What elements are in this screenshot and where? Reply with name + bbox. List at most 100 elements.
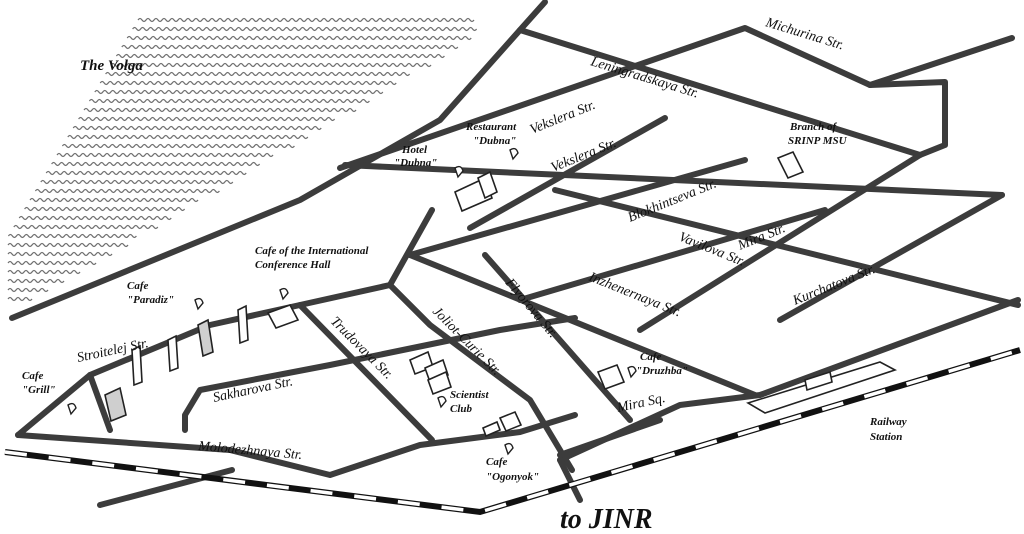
river-wave [99,80,397,86]
label-druzhba-1: Cafe [640,351,662,363]
scientist-pin [437,395,447,409]
cafe-druzhba-building [596,363,626,391]
river-wave [7,296,33,302]
road-north-spur [867,79,948,158]
label-branch-2: SRINP MSU [788,135,848,147]
hotel-pin [454,165,464,179]
conference-hall-building [266,304,300,329]
ogonyok-pin [504,442,514,456]
label-volga: The Volga [80,58,143,74]
road-kurchatova [637,152,923,333]
road-blokhintseva [407,157,748,258]
river-wave [7,242,129,248]
river-wave [105,71,411,77]
road-south-link [557,417,663,458]
river-wave [56,152,274,158]
river-wave [13,224,159,230]
road-north-diag [337,25,1015,171]
volga-river [7,17,478,302]
river-wave [7,269,81,275]
road-vavilova [777,192,1005,323]
road-sakharova [182,315,578,433]
label-kurchatova: Kurchatova Str. [790,262,878,309]
river-wave [78,116,336,122]
river-wave [45,170,247,176]
conference-pin [279,287,289,301]
river-wave [126,35,472,41]
road-stroitelej [15,282,393,438]
label-scientist-2: Club [450,403,473,415]
river-wave [18,215,172,221]
label-hotel-1: Hotel [401,144,428,156]
road-inzhenernaya [407,252,758,398]
river-wave [88,98,370,104]
label-vekslera-1: Vekslera Str. [528,98,598,138]
river-wave [7,260,97,266]
grill-pin [67,402,77,416]
cafe-paradiz-buildings [131,304,249,387]
label-druzhba-2: "Druzhba" [636,365,688,377]
river-wave [40,179,234,185]
river-wave [115,53,445,59]
river-wave [24,206,186,212]
label-railway-2: Station [870,431,902,443]
label-grill-1: Cafe [22,370,44,382]
railway-line [4,347,1021,516]
label-inzhenernaya: Inzhenernaya Str. [586,269,683,320]
label-molodezhnaya: Molodezhnaya Str. [197,439,303,463]
river-wave [7,287,49,293]
river-wave [72,125,322,131]
label-scientist-1: Scientist [450,389,489,401]
label-conf-cafe-2: Conference Hall [255,259,331,271]
label-grill-2: "Grill" [22,384,56,396]
label-to-jinr: to JINR [560,504,653,534]
road-main-ns [387,207,575,473]
label-trudovaya: Trudovaya Str. [327,314,395,382]
label-ogonyok-1: Cafe [486,456,508,468]
label-railway-1: Railway [869,416,907,428]
river-wave [7,278,65,284]
label-vekslera-2: Vekslera Str. [549,136,619,176]
river-bank [9,0,548,321]
river-wave [34,188,220,194]
label-restaurant-1: Restaurant [465,121,517,133]
road-mira [552,187,1021,308]
river-wave [51,161,261,167]
river-wave [94,89,384,95]
label-paradiz-2: "Paradiz" [127,294,174,306]
road-mira-sq [557,297,1021,463]
river-wave [7,233,137,239]
river-wave [7,251,113,257]
street-network [15,25,1021,508]
road-inzhenernaya-link [517,207,828,303]
road-grill-diag [87,372,113,433]
road-to-jinr-2 [557,457,583,503]
label-restaurant-2: "Dubna" [473,135,516,147]
road-molodezhnaya [15,412,578,478]
river-wave [132,26,478,32]
river-wave [83,107,357,113]
railway-station [746,361,898,414]
restaurant-pin [509,147,519,161]
label-paradiz-1: Cafe [127,280,149,292]
branch-msu-building [776,150,805,180]
druzhba-pin [627,365,637,379]
river-wave [61,143,295,149]
river-wave [110,62,432,68]
road-leningradskaya [517,27,923,158]
paradiz-pin [194,297,204,311]
river-wave [29,197,199,203]
label-ogonyok-2: "Ogonyok" [486,471,539,483]
road-flyorova [482,252,633,423]
label-hotel-2: "Dubna" [394,157,437,169]
scientist-club-buildings [408,350,452,396]
hotel-dubna-building [453,170,498,213]
label-michurina: Michurina Str. [763,15,846,53]
label-conf-cafe-1: Cafe of the International [255,245,369,257]
river-wave [137,17,475,23]
cafe-ogonyok-building [481,410,523,438]
river-wave [121,44,459,50]
road-mira-diag [342,162,1005,198]
road-trudovaya [297,302,435,443]
